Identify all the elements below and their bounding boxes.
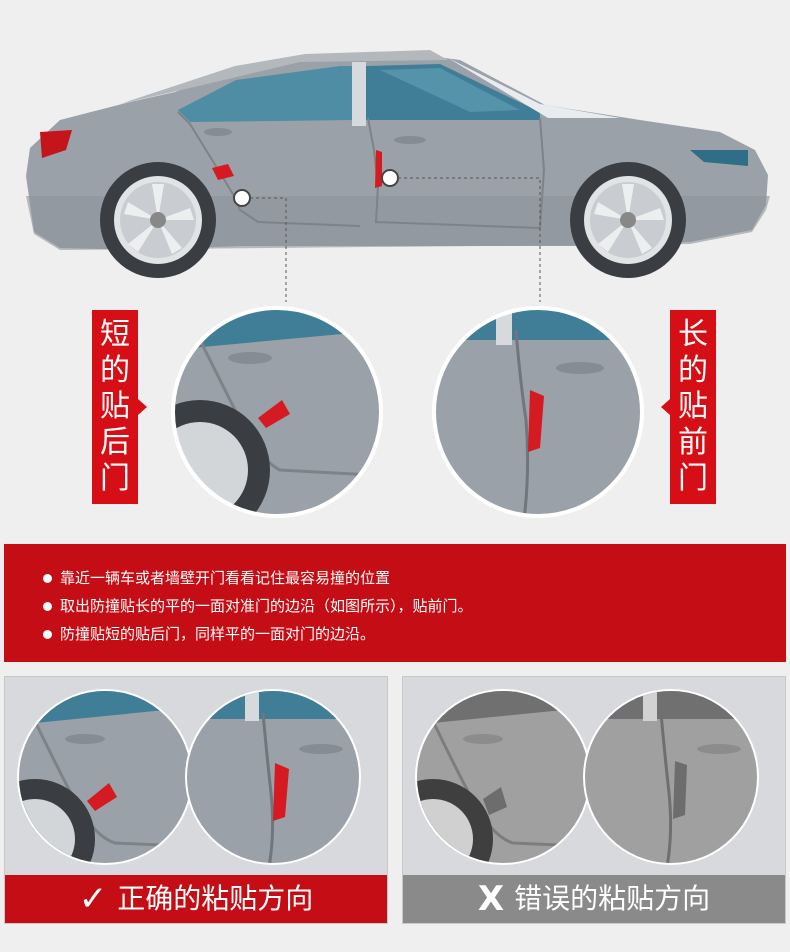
correct-example-svg [17,689,361,865]
tag-short-rear-door: 短 的 贴 后 门 [92,310,138,504]
front-wheel [570,162,686,278]
rear-window [178,66,352,122]
correct-label-bar: ✓ 正确的粘贴方向 [5,875,387,923]
wrong-example-panel: X 错误的粘贴方向 [402,676,786,924]
headlight [690,150,748,166]
correct-label: 正确的粘贴方向 [117,882,314,915]
cross-icon: X [477,879,505,919]
car-svg [26,50,770,518]
instructions-list: 靠近一辆车或者墙壁开门看看记住最容易撞的位置 取出防撞贴长的平的一面对准门的边沿… [4,544,786,648]
instructions-panel: 靠近一辆车或者墙壁开门看看记住最容易撞的位置 取出防撞贴长的平的一面对准门的边沿… [4,544,786,662]
instruction-item: 靠近一辆车或者墙壁开门看看记住最容易撞的位置 [43,564,786,592]
tag-pointer-right [138,399,147,415]
tail-light [40,130,72,158]
zoom-circle-front-door [432,306,644,518]
rear-wheel [100,162,216,278]
correct-example-panel: ✓ 正确的粘贴方向 [4,676,388,924]
wrong-example-svg [415,689,759,865]
zoom-circle-rear-door [171,306,383,518]
instruction-item: 取出防撞贴长的平的一面对准门的边沿（如图所示），贴前门。 [43,592,786,620]
tag-long-front-door: 长 的 贴 前 门 [670,310,716,504]
car-illustration [26,50,770,518]
tag-pointer-left [661,399,670,415]
wrong-label-bar: X 错误的粘贴方向 [403,875,785,923]
check-icon: ✓ [78,879,108,919]
wrong-label: 错误的粘贴方向 [514,882,711,915]
instruction-item: 防撞贴短的贴后门，同样平的一面对门的边沿。 [43,620,786,648]
